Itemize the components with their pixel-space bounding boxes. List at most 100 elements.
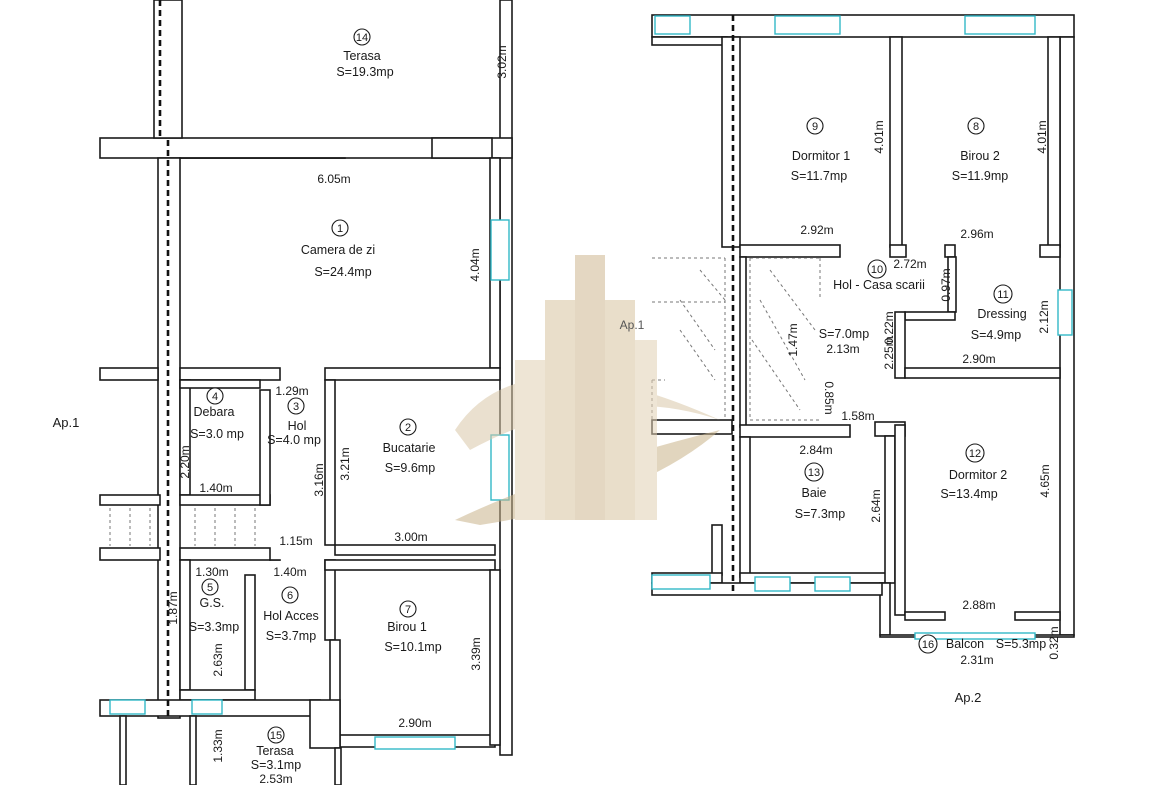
dim-label: 6.05m: [317, 172, 350, 186]
dimensions: 6.05m 4.04m 3.02m 1.29m 2.20m 1.40m 3.21…: [166, 45, 1061, 785]
dim-label: 2.90m: [962, 352, 995, 366]
room-number: 6: [287, 590, 293, 602]
room-number: 13: [808, 467, 820, 479]
room-7: 7 Birou 1 S=10.1mp: [384, 600, 442, 654]
room-name: Bucatarie: [383, 441, 436, 455]
room-name: Hol - Casa scarii: [833, 278, 925, 292]
room-5: 5 G.S. S=3.3mp: [189, 578, 239, 634]
room-16: 16 Balcon S=5.3mp: [918, 634, 1046, 654]
room-number: 3: [293, 401, 299, 413]
room-area: S=10.1mp: [384, 640, 441, 654]
room-number: 4: [212, 391, 218, 403]
room-name: Birou 1: [387, 620, 427, 634]
room-area: S=4.0 mp: [267, 433, 321, 447]
dim-label: 2.13m: [826, 342, 859, 356]
ap2-stairs: [651, 257, 821, 421]
room-number: 1: [337, 223, 343, 235]
room-area: S=5.3mp: [996, 637, 1046, 651]
dim-label: 2.96m: [960, 227, 993, 241]
dim-label: 2.72m: [893, 257, 926, 271]
watermark-label: Ap.1: [620, 318, 645, 332]
room-8: 8 Birou 2 S=11.9mp: [952, 117, 1008, 183]
room-name: Terasa: [343, 49, 381, 63]
room-number: 15: [270, 730, 282, 742]
dim-label: 1.29m: [275, 384, 308, 398]
dim-label: 2.88m: [962, 598, 995, 612]
room-6: 6 Hol Acces S=3.7mp: [263, 586, 319, 643]
dim-label: 3.39m: [469, 637, 483, 670]
room-1: 1 Camera de zi S=24.4mp: [301, 219, 375, 279]
room-13: 13 Baie S=7.3mp: [795, 462, 845, 521]
dim-label: 2.31m: [960, 653, 993, 667]
dim-label: 2.90m: [398, 716, 431, 730]
dim-label: 1.30m: [195, 565, 228, 579]
dim-label: 3.00m: [394, 530, 427, 544]
room-area: S=3.3mp: [189, 620, 239, 634]
room-name: Hol: [288, 419, 307, 433]
dim-label: 4.01m: [1035, 120, 1049, 153]
room-name: Birou 2: [960, 149, 1000, 163]
dim-label: 4.65m: [1038, 464, 1052, 497]
room-name: Dormitor 2: [949, 468, 1007, 482]
room-number: 11: [997, 289, 1008, 301]
room-10: 10 Hol - Casa scarii S=7.0mp: [819, 259, 925, 341]
room-name: Dormitor 1: [792, 149, 850, 163]
room-name: G.S.: [199, 596, 224, 610]
ap1-windows: [109, 219, 510, 750]
room-12: 12 Dormitor 2 S=13.4mp: [940, 443, 1007, 501]
dim-label: 2.63m: [211, 643, 225, 676]
room-area: S=11.7mp: [791, 169, 847, 183]
room-name: Terasa: [256, 744, 294, 758]
room-number: 10: [871, 264, 883, 276]
ap2-walls: [651, 14, 1075, 638]
room-area: S=4.9mp: [971, 328, 1021, 342]
dim-label: 2.25m: [882, 336, 896, 369]
apartment-label-right: Ap.2: [955, 690, 982, 705]
dim-label: 1.40m: [273, 565, 306, 579]
dim-label: 0.85m: [822, 381, 836, 414]
room-number: 7: [405, 604, 411, 616]
dim-label: 2.53m: [259, 772, 292, 785]
room-area: S=3.7mp: [266, 629, 316, 643]
room-number: 14: [356, 32, 368, 44]
room-area: S=24.4mp: [314, 265, 371, 279]
room-3: 3 Hol S=4.0 mp: [267, 397, 321, 447]
dim-label: 3.21m: [338, 447, 352, 480]
room-area: S=3.0 mp: [190, 427, 244, 441]
room-area: S=7.0mp: [819, 327, 869, 341]
dim-label: 3.16m: [312, 463, 326, 496]
dim-label: 2.84m: [799, 443, 832, 457]
room-9: 9 Dormitor 1 S=11.7mp: [791, 117, 850, 183]
dim-label: 0.97m: [939, 268, 953, 301]
room-area: S=19.3mp: [336, 65, 393, 79]
room-number: 5: [207, 582, 213, 594]
room-area: S=9.6mp: [385, 461, 435, 475]
dim-label: 4.01m: [872, 120, 886, 153]
ap2-windows: [651, 15, 1073, 640]
dim-label: 0.32m: [1047, 626, 1061, 659]
room-name: Baie: [801, 486, 826, 500]
room-number: 2: [405, 422, 411, 434]
room-14: 14 Terasa S=19.3mp: [336, 28, 394, 79]
dim-label: 2.92m: [800, 223, 833, 237]
room-number: 12: [969, 448, 981, 460]
room-area: S=13.4mp: [940, 487, 997, 501]
dim-label: 0.22m: [882, 311, 896, 344]
dim-label: 2.20m: [178, 445, 192, 478]
room-area: S=7.3mp: [795, 507, 845, 521]
watermark-logo: [455, 255, 720, 525]
dim-label: 2.12m: [1037, 300, 1051, 333]
room-name: Hol Acces: [263, 609, 319, 623]
dim-label: 4.04m: [468, 248, 482, 281]
dim-label: 3.02m: [495, 45, 509, 78]
room-name: Debara: [194, 405, 235, 419]
dim-label: 1.15m: [279, 534, 312, 548]
dim-label: 2.64m: [869, 489, 883, 522]
dim-label: 1.33m: [211, 729, 225, 762]
room-name: Camera de zi: [301, 243, 375, 257]
room-number: 9: [812, 121, 818, 133]
room-name: Dressing: [977, 307, 1026, 321]
room-area: S=11.9mp: [952, 169, 1008, 183]
dim-label: 1.47m: [786, 323, 800, 356]
